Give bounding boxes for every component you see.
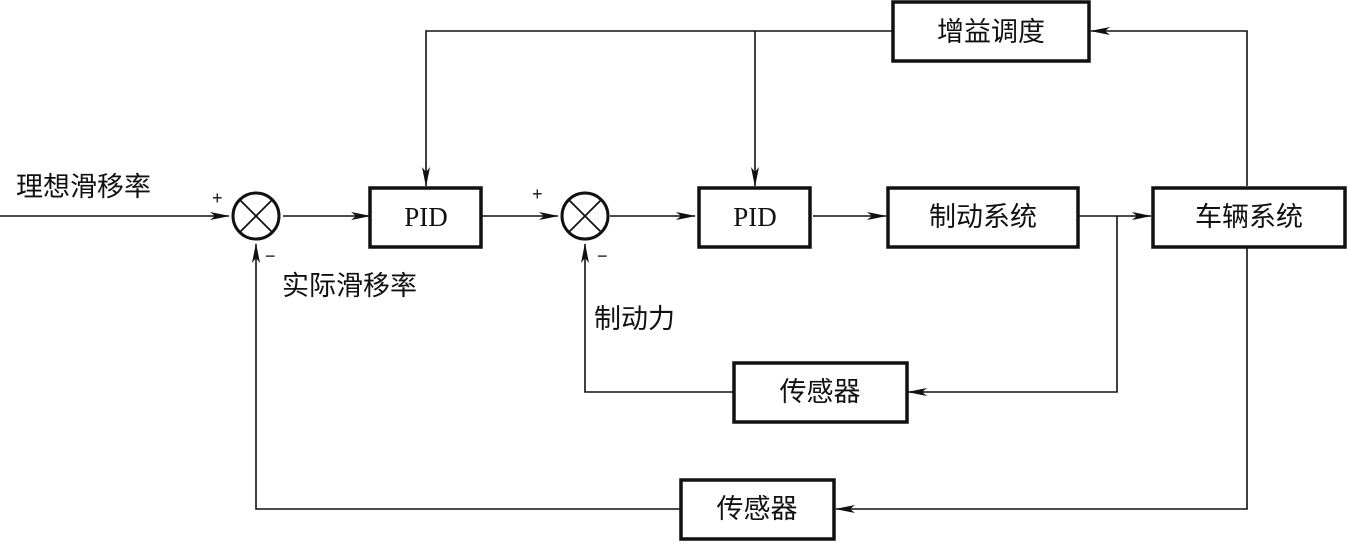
sum2-minus-sign: − <box>597 246 608 266</box>
wire-vehicle-to-sensor-outer <box>835 246 1248 513</box>
block-pid-inner: PID <box>697 186 812 249</box>
wire-vehicle-to-gain <box>1090 27 1248 186</box>
block-pid-outer: PID <box>368 186 483 249</box>
block-sensor-inner-label: 传感器 <box>780 377 861 408</box>
block-brake-system: 制动系统 <box>886 186 1080 249</box>
label-actual-slip: 实际滑移率 <box>282 271 417 302</box>
block-vehicle-system-label: 车辆系统 <box>1195 202 1303 233</box>
block-pid-outer-label: PID <box>404 202 448 232</box>
block-sensor-inner: 传感器 <box>732 361 909 424</box>
block-brake-system-label: 制动系统 <box>929 202 1037 233</box>
block-gain-scheduling-label: 增益调度 <box>937 17 1045 48</box>
summing-junction-1 <box>231 191 281 241</box>
wire-brake-to-sensor-inner <box>907 216 1118 396</box>
block-sensor-outer: 传感器 <box>679 478 836 541</box>
block-gain-scheduling: 增益调度 <box>891 0 1091 63</box>
block-sensor-outer-label: 传感器 <box>717 494 798 525</box>
label-desired-slip: 理想滑移率 <box>16 172 151 203</box>
block-pid-inner-label: PID <box>733 202 777 232</box>
sum1-minus-sign: − <box>265 246 276 266</box>
summing-junction-2 <box>560 191 610 241</box>
label-brake-force: 制动力 <box>594 304 675 335</box>
sum1-plus-sign: + <box>212 188 223 208</box>
wire-sensor-inner-to-sum2 <box>581 243 734 393</box>
block-vehicle-system: 车辆系统 <box>1151 186 1347 249</box>
sum2-plus-sign: + <box>532 184 543 204</box>
wire-gain-to-pid1 <box>422 30 893 187</box>
wires <box>0 27 1248 513</box>
wire-sensor-outer-to-sum1 <box>252 243 680 510</box>
